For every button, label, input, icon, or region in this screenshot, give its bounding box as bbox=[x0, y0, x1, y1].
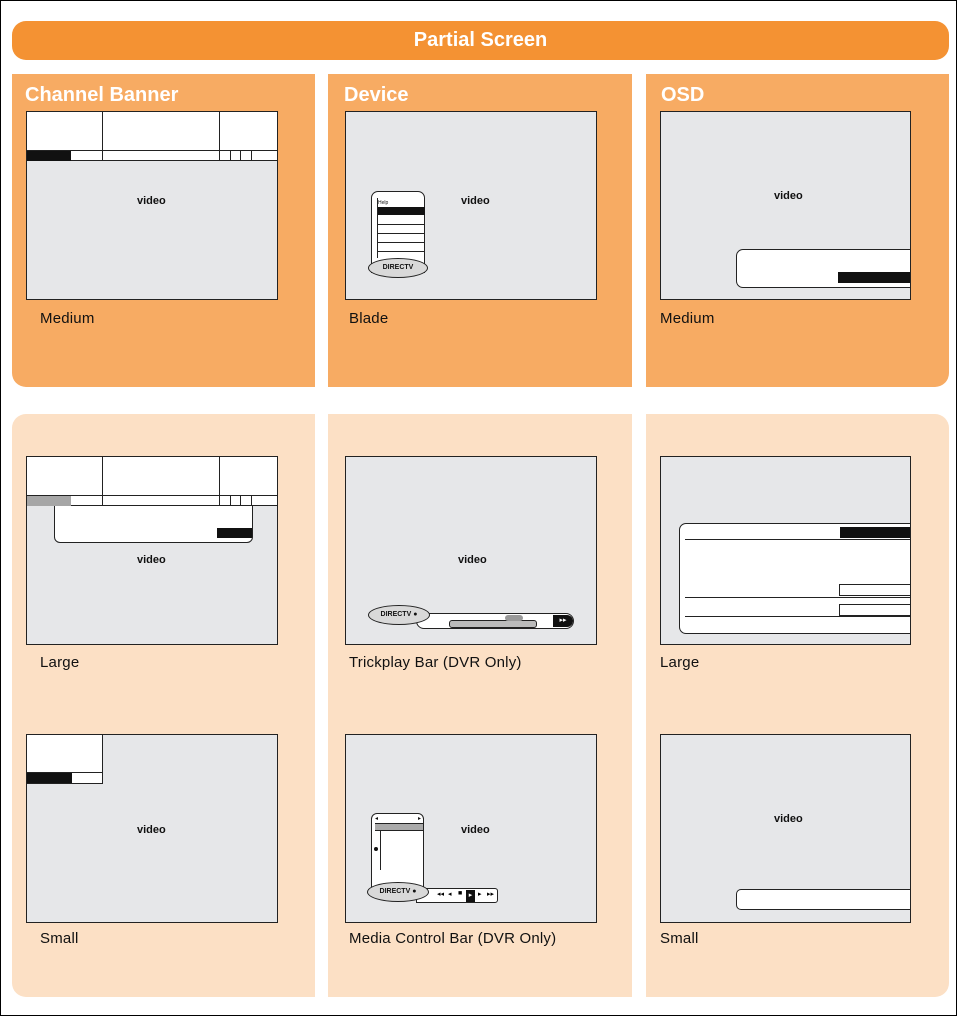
video-label: video bbox=[137, 195, 166, 207]
osd-large-screen bbox=[660, 456, 911, 645]
fast-forward-icon: ▸▸ bbox=[487, 891, 495, 898]
osd-medium-screen: video bbox=[660, 111, 911, 300]
osd-small-bar bbox=[736, 889, 910, 910]
channel-banner-small-screen: video bbox=[26, 734, 278, 923]
banner-divider bbox=[230, 495, 231, 506]
media-panel: ◂▸ bbox=[371, 813, 424, 888]
video-label: video bbox=[461, 824, 490, 836]
banner-progress-fill bbox=[27, 151, 71, 161]
banner-divider bbox=[27, 772, 103, 773]
banner-small-box bbox=[27, 735, 103, 784]
osd-row-line bbox=[685, 539, 910, 540]
osd-highlight bbox=[838, 272, 910, 283]
banner-progress-fill bbox=[27, 496, 71, 506]
caption-medium: Medium bbox=[40, 310, 95, 327]
osd-field bbox=[839, 584, 910, 596]
directv-logo: DIRECTV bbox=[368, 258, 428, 278]
blade-row-line bbox=[378, 233, 425, 234]
blade-row-line bbox=[378, 224, 425, 225]
trickplay-bar: ▸▸ bbox=[416, 613, 574, 629]
caption-blade: Blade bbox=[349, 310, 389, 327]
osd-panel bbox=[736, 249, 910, 288]
blade-row-line bbox=[378, 251, 425, 252]
channel-banner-medium-screen: video bbox=[26, 111, 278, 300]
banner-divider bbox=[251, 495, 252, 506]
device-title: Device bbox=[344, 84, 409, 106]
caption-trickplay: Trickplay Bar (DVR Only) bbox=[349, 654, 522, 671]
play-icon: ▸ bbox=[466, 890, 475, 902]
banner-progress-fill bbox=[27, 773, 72, 783]
video-label: video bbox=[774, 813, 803, 825]
device-media-screen: ◂▸ ◂◂ ◂ ■ ▸ ▸ ▸▸ DIRECTV ● video bbox=[345, 734, 597, 923]
banner-divider bbox=[251, 150, 252, 161]
media-scroll-dot bbox=[374, 847, 378, 851]
banner-drop-highlight bbox=[217, 528, 252, 538]
caption-large: Large bbox=[40, 654, 80, 671]
media-panel-arrows: ◂▸ bbox=[375, 816, 421, 822]
banner-divider bbox=[230, 150, 231, 161]
fast-forward-icon: ▸▸ bbox=[553, 615, 573, 627]
channel-banner-title: Channel Banner bbox=[25, 84, 179, 106]
caption-media: Media Control Bar (DVR Only) bbox=[349, 930, 557, 947]
page-title: Partial Screen bbox=[12, 21, 949, 60]
osd-small-screen: video bbox=[660, 734, 911, 923]
trickplay-position bbox=[505, 615, 523, 621]
caption-large: Large bbox=[660, 654, 700, 671]
osd-highlight bbox=[840, 527, 910, 538]
blade-scroll-line bbox=[377, 198, 378, 258]
caption-medium: Medium bbox=[660, 310, 715, 327]
skip-back-icon: ◂ bbox=[448, 891, 452, 898]
caption-small: Small bbox=[660, 930, 699, 947]
video-label: video bbox=[137, 554, 166, 566]
directv-logo: DIRECTV ● bbox=[368, 605, 430, 625]
stop-icon: ■ bbox=[458, 890, 463, 897]
banner-divider bbox=[219, 112, 220, 161]
device-trickplay-screen: ▸▸ DIRECTV ● video bbox=[345, 456, 597, 645]
media-scroll-line bbox=[380, 830, 381, 870]
osd-row-line bbox=[685, 616, 910, 617]
banner-divider bbox=[240, 150, 241, 161]
blade-selected-row bbox=[378, 207, 425, 215]
channel-banner-large-screen: video bbox=[26, 456, 278, 645]
rewind-icon: ◂◂ bbox=[437, 891, 445, 898]
osd-field bbox=[839, 604, 910, 616]
video-label: video bbox=[137, 824, 166, 836]
banner-divider bbox=[240, 495, 241, 506]
device-blade-screen: Help DIRECTV video bbox=[345, 111, 597, 300]
osd-row-line bbox=[685, 597, 910, 598]
banner-divider bbox=[102, 457, 103, 506]
banner-divider bbox=[102, 112, 103, 161]
blade-row-line bbox=[378, 242, 425, 243]
osd-large-panel bbox=[679, 523, 910, 634]
banner-divider bbox=[219, 457, 220, 506]
trickplay-timeline bbox=[449, 620, 537, 628]
banner-divider bbox=[27, 150, 277, 151]
skip-forward-icon: ▸ bbox=[478, 891, 482, 898]
blade-help-label: Help bbox=[378, 200, 389, 206]
video-label: video bbox=[458, 554, 487, 566]
caption-small: Small bbox=[40, 930, 79, 947]
video-label: video bbox=[774, 190, 803, 202]
osd-title: OSD bbox=[661, 84, 705, 106]
banner-divider bbox=[27, 495, 277, 496]
media-panel-row bbox=[375, 823, 423, 831]
video-label: video bbox=[461, 195, 490, 207]
directv-logo: DIRECTV ● bbox=[367, 882, 429, 902]
